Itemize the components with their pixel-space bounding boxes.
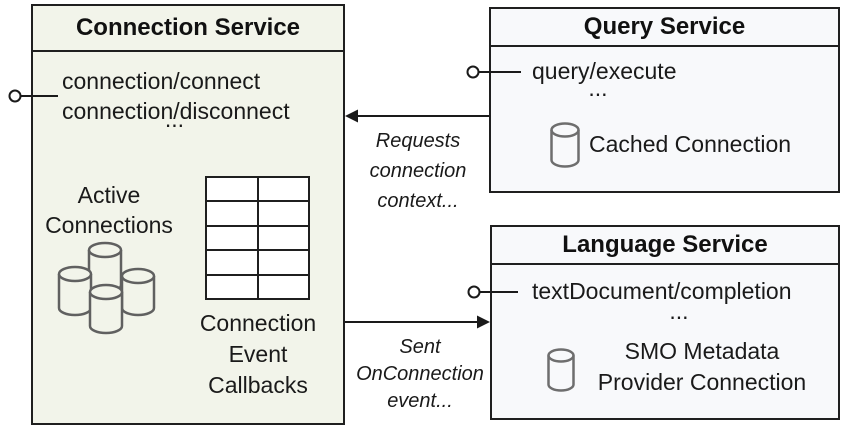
connection-methods: connection/connect connection/disconnect: [62, 66, 290, 126]
callback-grid: [205, 176, 310, 300]
database-cylinder-top: [87, 241, 123, 294]
callback-grid-cell: [258, 178, 308, 201]
database-cylinder-right: [120, 267, 156, 317]
callback-grid-cell: [207, 275, 257, 298]
connection-service-box: Connection Service connection/connect co…: [31, 4, 345, 425]
cached-connection-label: Cached Connection: [589, 131, 792, 157]
callback-grid-cell: [207, 178, 257, 201]
callback-grid-cell: [207, 251, 257, 274]
callback-grid-cell: [207, 202, 257, 225]
method-connect: connection/connect: [62, 68, 261, 94]
callback-grid-cell: [258, 275, 308, 298]
connection-methods-ellipsis: ...: [164, 106, 185, 132]
language-service-box: Language Service textDocument/completion…: [490, 225, 840, 420]
method-query-execute: query/execute: [532, 58, 677, 84]
callback-grid-cell: [258, 251, 308, 274]
database-cylinder-bottom: [88, 283, 124, 335]
sent-onconnection-arrow: [345, 315, 490, 329]
active-connections-database-cluster-icon: [57, 241, 156, 335]
requests-connection-arrow-label: Requests connection context...: [369, 130, 467, 212]
database-cylinder-left: [57, 265, 93, 317]
query-service-box: Query Service query/execute ... Cached C…: [489, 7, 840, 193]
active-connections-label: Active Connections: [45, 182, 173, 238]
smo-provider-database-icon: [547, 348, 575, 392]
query-service-title: Query Service: [491, 9, 838, 47]
method-textdocument-completion: textDocument/completion: [532, 278, 792, 304]
callback-label: Connection Event Callbacks: [199, 310, 317, 398]
cached-connection-database-icon: [550, 122, 580, 168]
callback-grid-cell: [258, 226, 308, 250]
callback-grid-cell: [258, 202, 308, 225]
language-service-title: Language Service: [492, 227, 838, 265]
connection-service-title: Connection Service: [33, 6, 343, 52]
method-disconnect: connection/disconnect: [62, 98, 290, 124]
query-methods-ellipsis: ...: [588, 75, 608, 101]
callback-grid-cell: [207, 226, 257, 250]
requests-connection-arrow: [345, 109, 489, 123]
language-methods-ellipsis: ...: [669, 298, 689, 324]
smo-provider-connection-label: SMO Metadata Provider Connection: [597, 338, 807, 395]
sent-onconnection-arrow-label: Sent OnConnection event...: [356, 336, 484, 412]
